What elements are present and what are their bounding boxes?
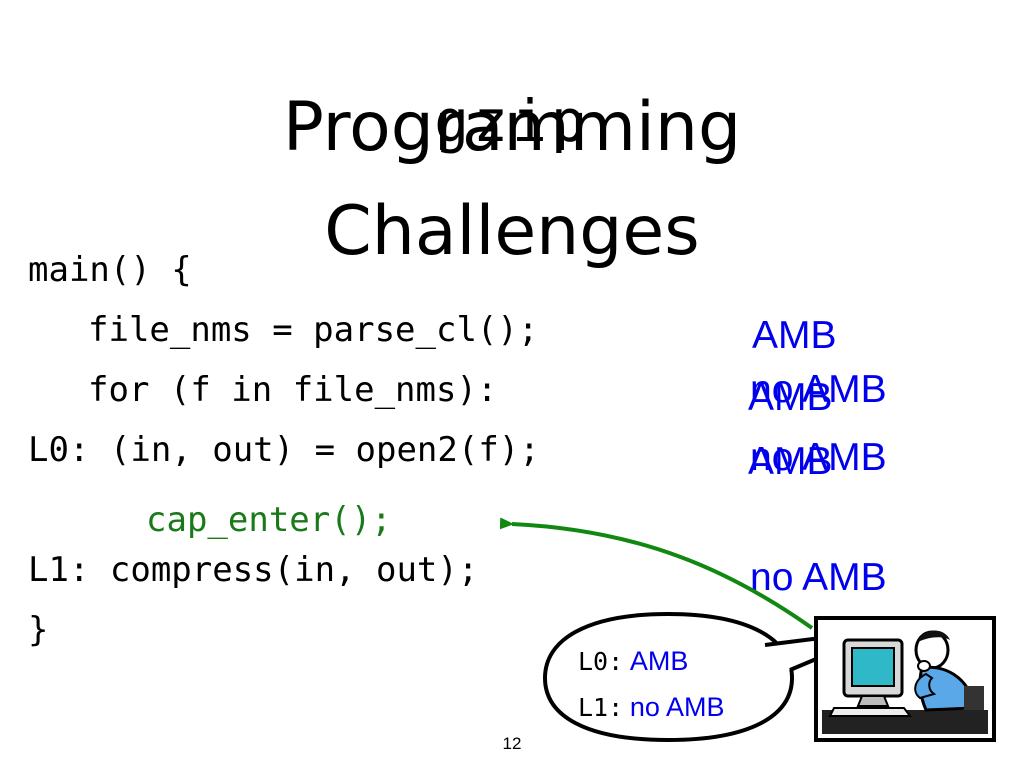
annotation-no-amb-3-front: no AMB — [750, 436, 887, 479]
annotation-no-amb-4: no AMB — [750, 556, 887, 599]
annotation-amb-2-back: AMB — [748, 376, 833, 419]
annotation-amb-3-back: AMB — [748, 440, 833, 483]
bubble-l1-key: L1: — [578, 693, 624, 722]
code-line-file-nms: file_nms = parse_cl(); — [88, 310, 539, 350]
code-line-close: } — [28, 610, 49, 650]
slide-title-line2: Challenges — [324, 192, 700, 271]
code-line-cap-enter: cap_enter(); — [146, 500, 392, 540]
annotation-no-amb-2-front: no AMB — [750, 368, 887, 411]
bubble-content: L0: AMB L1: no AMB — [545, 614, 791, 738]
code-line-for: for (f in file_nms): — [88, 370, 498, 410]
bubble-line-l1: L1: no AMB — [578, 692, 724, 723]
code-line-l0: L0: (in, out) = open2(f); — [28, 430, 540, 470]
bubble-line-l0: L0: AMB — [578, 646, 688, 677]
bubble-l0-value: AMB — [629, 646, 689, 676]
bubble-l0-key: L0: — [578, 647, 624, 676]
code-line-main: main() { — [28, 250, 192, 290]
background-title: gzip — [434, 87, 590, 155]
annotation-amb-1: AMB — [752, 314, 837, 357]
bubble-l1-value: no AMB — [629, 692, 725, 722]
code-line-l1: L1: compress(in, out); — [28, 550, 479, 590]
slide-title-line1: Programming — [282, 88, 742, 167]
page-number: 12 — [502, 734, 522, 753]
programmer-at-computer-icon — [814, 616, 996, 742]
